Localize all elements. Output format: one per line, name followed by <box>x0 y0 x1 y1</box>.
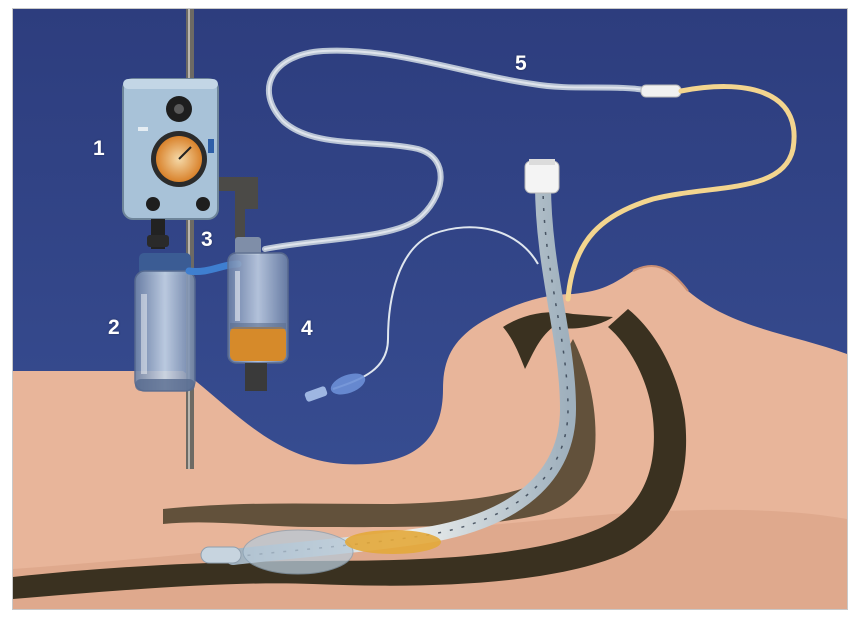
callout-label-1: 1 <box>93 138 105 159</box>
suction-line-connector <box>641 85 681 97</box>
tube-connector <box>525 159 559 193</box>
collection-jar <box>135 253 195 391</box>
callout-label-3: 3 <box>201 229 213 250</box>
subglottic-secretions <box>345 530 441 554</box>
pump-knob-right-icon <box>196 197 210 211</box>
subglottic-suction-illustration <box>13 9 847 609</box>
trap-mount <box>245 363 267 391</box>
trap-fluid <box>230 327 286 361</box>
callout-label-2: 2 <box>108 317 120 338</box>
callout-label-4: 4 <box>301 318 313 339</box>
suction-pump-unit <box>123 79 218 219</box>
pump-knob-left-icon <box>146 197 160 211</box>
illustration-frame: 1 2 3 4 5 <box>12 8 848 610</box>
callout-label-5: 5 <box>515 53 527 74</box>
